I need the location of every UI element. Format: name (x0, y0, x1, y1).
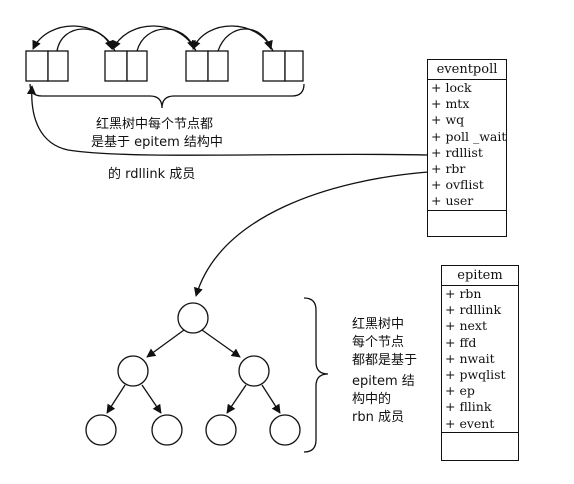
tree-node (238, 355, 270, 387)
eventpoll-field-lock: + lock (431, 80, 472, 95)
annotation-tree-line3: 都都是基于 (352, 353, 418, 368)
link-arrow (191, 25, 274, 52)
epitem-field-event: + event (445, 415, 495, 431)
annotation-top-line3: 的 rdllink 成员 (108, 167, 196, 182)
tree-node-root (177, 302, 209, 334)
epitem-field-next: + next (445, 318, 487, 334)
tree-edge (141, 384, 162, 414)
tree-edge (201, 329, 241, 358)
tree-edge (106, 384, 126, 414)
rdllist-arrow (26, 85, 429, 156)
epitem-footer (442, 431, 518, 455)
tree-node (269, 414, 301, 446)
rb-tree (85, 302, 301, 446)
annotation-tree-line5: 构中的 (352, 392, 392, 407)
tree-node (85, 414, 117, 446)
epitem-field-rbn: + rbn (445, 286, 482, 301)
link-arrow (136, 28, 196, 52)
tree-edge (226, 384, 247, 414)
epitem-field-ffd: + ffd (445, 334, 477, 350)
annotation-tree-line4: epitem 结 (352, 374, 415, 389)
epitem-field-fllink: + fllink (445, 399, 492, 415)
epitem-field-rdllink: + rdllink (445, 302, 502, 318)
epitem-struct: epitem + rbn + rdllink + next + ffd + nw… (441, 265, 519, 461)
list-node-3 (185, 50, 229, 82)
list-brace (29, 83, 305, 109)
epitem-field-nwait: + nwait (445, 350, 495, 366)
eventpoll-field-poll-wait: + poll _wait (431, 128, 507, 144)
tree-edge (261, 384, 281, 414)
rbr-arrow (193, 171, 429, 297)
link-arrow (56, 28, 114, 52)
eventpoll-field-rdllist: + rdllist (431, 144, 483, 160)
epitem-field-pwqlist: + pwqlist (445, 366, 506, 382)
tree-node (205, 414, 237, 446)
annotation-tree-line2: 每个节点 (352, 335, 405, 350)
link-arrow (112, 25, 197, 52)
epitem-field-ep: + ep (445, 383, 475, 399)
tree-brace (303, 297, 329, 453)
tree-edge (146, 329, 185, 358)
list-node-1 (25, 50, 69, 82)
annotation-top-line1: 红黑树中每个节点都 (96, 117, 214, 132)
eventpoll-title: eventpoll (428, 60, 506, 80)
link-arrow (32, 25, 116, 52)
eventpoll-field-wq: + wq (431, 112, 465, 128)
annotation-top-line2: 是基于 epitem 结构中 (91, 135, 223, 150)
ready-list (25, 50, 304, 82)
link-arrow (217, 28, 273, 52)
tree-node (151, 414, 183, 446)
list-links (32, 25, 274, 52)
eventpoll-footer (428, 209, 506, 233)
eventpoll-field-mtx: + mtx (431, 96, 470, 112)
eventpoll-field-user: + user (431, 193, 474, 209)
eventpoll-struct: eventpoll + lock + mtx + wq + poll _wait… (427, 59, 507, 237)
epitem-title: epitem (442, 266, 518, 286)
annotation-tree-line1: 红黑树中 (352, 317, 405, 332)
annotation-tree-line6: rbn 成员 (352, 410, 404, 425)
eventpoll-field-rbr: + rbr (431, 160, 466, 176)
list-node-2 (104, 50, 148, 82)
eventpoll-field-ovflist: + ovflist (431, 177, 484, 193)
tree-node (117, 355, 149, 387)
list-node-4 (262, 50, 304, 82)
